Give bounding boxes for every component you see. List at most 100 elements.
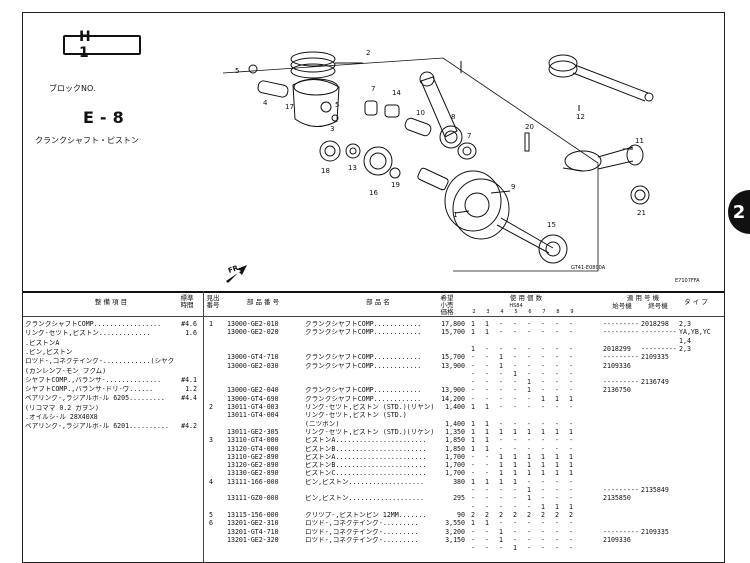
qty-cell: - — [569, 535, 573, 544]
qty-cell: - — [485, 486, 489, 494]
part-number: 13000-GE2-020 — [227, 328, 279, 337]
qty-cell: - — [499, 378, 503, 387]
part-price: 1,850 — [445, 444, 465, 453]
qty-cell: 1 — [471, 436, 475, 445]
qty-cell: - — [499, 320, 503, 328]
qty-cell: - — [541, 419, 545, 428]
qty-cell: - — [555, 527, 559, 536]
page-code: E7107FFA — [675, 278, 700, 284]
part-name: ピストンB....................... — [305, 445, 427, 453]
model-type: YA,YB,YC — [679, 329, 711, 337]
callout-label: 12 — [576, 113, 585, 121]
qty-cell: - — [527, 369, 531, 378]
qty-cell: - — [569, 477, 573, 486]
qty-cell: - — [471, 461, 475, 470]
qty-cell: - — [471, 369, 475, 378]
part-price: 3,200 — [445, 527, 465, 536]
qty-column-header: 5 — [514, 309, 518, 315]
callout-label: 8 — [451, 113, 455, 121]
qty-cell: 1 — [569, 452, 573, 461]
qty-cell: - — [527, 328, 531, 337]
qty-cell: - — [527, 403, 531, 411]
qty-cell: 1 — [541, 461, 545, 470]
qty-cell: 2 — [499, 510, 503, 519]
qty-cell: - — [569, 544, 573, 553]
qty-cell: - — [485, 461, 489, 470]
qty-cell: - — [527, 519, 531, 528]
qty-cell: - — [471, 486, 475, 494]
qty-cell: - — [513, 494, 517, 503]
qty-cell: 1 — [499, 469, 503, 478]
qty-cell: - — [513, 502, 517, 511]
column-header-maint-item: 整 備 項 目 — [94, 298, 128, 306]
qty-cell: - — [555, 544, 559, 553]
qty-cell: 1 — [485, 419, 489, 428]
qty-cell: - — [527, 527, 531, 536]
maintenance-item: シヤフトCOMP.,バランサ-ドリ-ヴ...... — [25, 386, 154, 394]
qty-cell: - — [541, 344, 545, 353]
part-number: 13110-GT4-000 — [227, 436, 279, 445]
part-name: ロツド-,コネクテイング-......... — [305, 528, 419, 536]
start-serial: 2018299 — [603, 344, 631, 353]
qty-cell: 1 — [499, 353, 503, 362]
maintenance-item: シヤフトCOMP.,バランサ-.............. — [25, 376, 162, 384]
qty-cell: - — [485, 452, 489, 461]
part-number: 13201-GE2-320 — [227, 535, 279, 544]
maintenance-item: ベアリング-,ラジアルボ-ル 6205......... — [25, 395, 165, 403]
qty-cell: - — [485, 535, 489, 544]
part-number: 13201-GE2-310 — [227, 519, 279, 528]
qty-cell: - — [499, 436, 503, 445]
qty-cell: - — [569, 444, 573, 453]
qty-cell: 1 — [541, 394, 545, 403]
qty-cell: - — [513, 403, 517, 411]
qty-cell: 1 — [569, 461, 573, 470]
qty-cell: - — [569, 369, 573, 378]
part-ref-no: 1 — [209, 320, 213, 328]
qty-cell: - — [527, 535, 531, 544]
start-serial: --------- — [603, 527, 639, 536]
qty-cell: 1 — [541, 502, 545, 511]
qty-cell: 1 — [471, 320, 475, 328]
qty-cell: 1 — [527, 494, 531, 503]
qty-cell: - — [541, 494, 545, 503]
qty-cell: 1 — [471, 477, 475, 486]
callout-label: 21 — [637, 209, 646, 217]
callout-label: 4 — [263, 99, 268, 107]
qty-cell: - — [527, 344, 531, 353]
qty-cell: - — [527, 361, 531, 370]
qty-cell: - — [569, 403, 573, 411]
qty-cell: - — [485, 502, 489, 511]
part-price: 1,700 — [445, 452, 465, 461]
qty-cell: - — [569, 320, 573, 328]
part-number: 13000-GT4-690 — [227, 394, 279, 403]
part-number: 13120-GT4-000 — [227, 444, 279, 453]
qty-cell: - — [513, 527, 517, 536]
qty-cell: - — [555, 378, 559, 387]
part-name: ピストンA....................... — [305, 453, 427, 461]
maintenance-item: ロツド-,コネクテイング-............(シヤクピ) — [25, 358, 175, 366]
qty-cell: 1 — [555, 394, 559, 403]
qty-cell: - — [499, 486, 503, 494]
qty-cell: - — [569, 328, 573, 337]
callout-label: 15 — [547, 221, 556, 229]
qty-cell: - — [471, 386, 475, 395]
column-header-price: 希望 小売 価格 — [440, 294, 454, 316]
qty-cell: - — [499, 502, 503, 511]
qty-cell: - — [513, 378, 517, 387]
qty-cell: 1 — [527, 486, 531, 494]
qty-cell: - — [485, 527, 489, 536]
qty-cell: - — [499, 386, 503, 395]
qty-cell: 1 — [527, 378, 531, 387]
part-name: ロツド-,コネクテイング-......... — [305, 520, 419, 528]
qty-cell: - — [555, 320, 559, 328]
part-price: 295 — [453, 494, 465, 503]
qty-cell: - — [541, 436, 545, 445]
start-serial: --------- — [603, 378, 639, 387]
page-label-box: H 1 — [63, 29, 141, 61]
qty-cell: - — [485, 469, 489, 478]
part-name: ロツド-,コネクテイング-......... — [305, 536, 419, 544]
qty-cell: 1 — [527, 386, 531, 395]
callout-label: 16 — [369, 189, 378, 197]
column-header-part-name: 部 品 名 — [366, 298, 390, 306]
maintenance-time: #4.1 — [181, 375, 197, 384]
